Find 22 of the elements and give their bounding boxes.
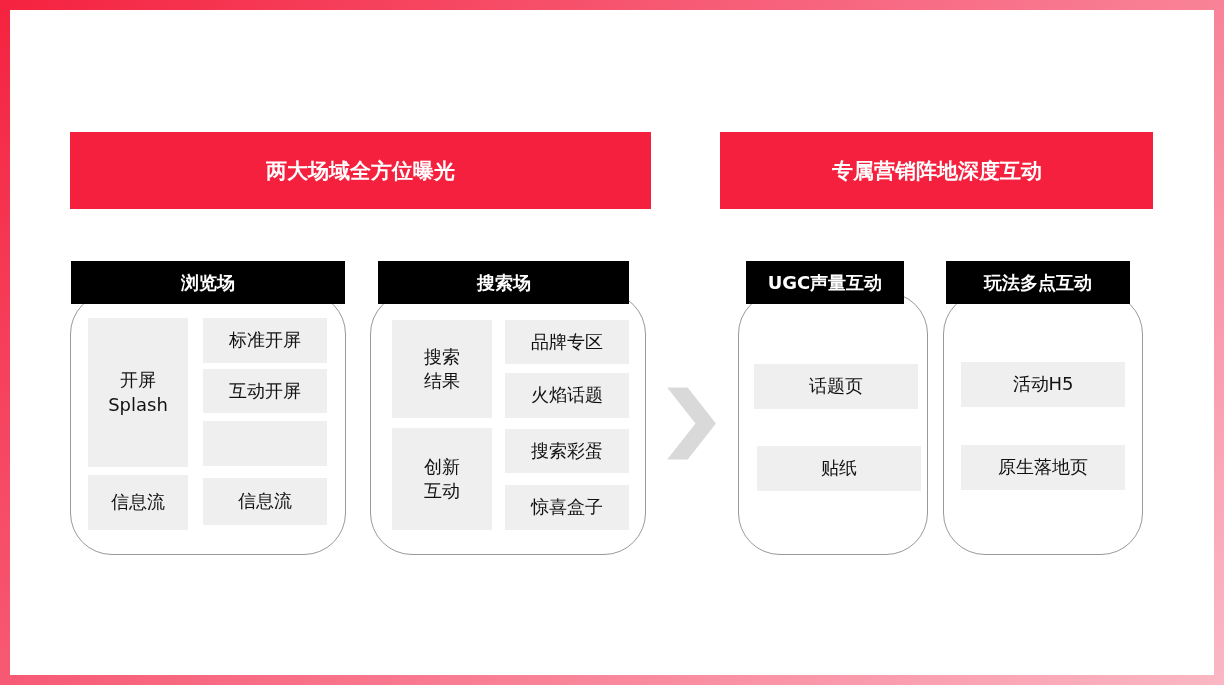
chevron-arrow	[667, 387, 716, 460]
item-label: 话题页	[754, 364, 918, 409]
section-banner: 专属营销阵地深度互动	[720, 132, 1153, 209]
item-label: 贴纸	[757, 446, 921, 491]
card-heading: 浏览场	[71, 261, 345, 304]
item-label: 活动H5	[961, 362, 1125, 407]
item-label: 搜索结果	[392, 320, 492, 418]
section-banner: 两大场域全方位曝光	[70, 132, 651, 209]
item-label: 信息流	[88, 475, 188, 530]
item-label: 火焰话题	[505, 373, 629, 418]
item-label: 品牌专区	[505, 320, 629, 364]
card-heading: 玩法多点互动	[946, 261, 1130, 304]
item-label: 开屏 Splash	[88, 318, 188, 467]
item-label: 搜索彩蛋	[505, 429, 629, 473]
item-label: 标准开屏	[203, 318, 327, 363]
card-heading: UGC声量互动	[746, 261, 904, 304]
card-heading: 搜索场	[378, 261, 629, 304]
item-label: 创新互动	[392, 428, 492, 530]
item-label: 互动开屏	[203, 369, 327, 413]
item-label: 惊喜盒子	[505, 485, 629, 530]
item-label: 信息流	[203, 478, 327, 525]
item-label: 原生落地页	[961, 445, 1125, 490]
